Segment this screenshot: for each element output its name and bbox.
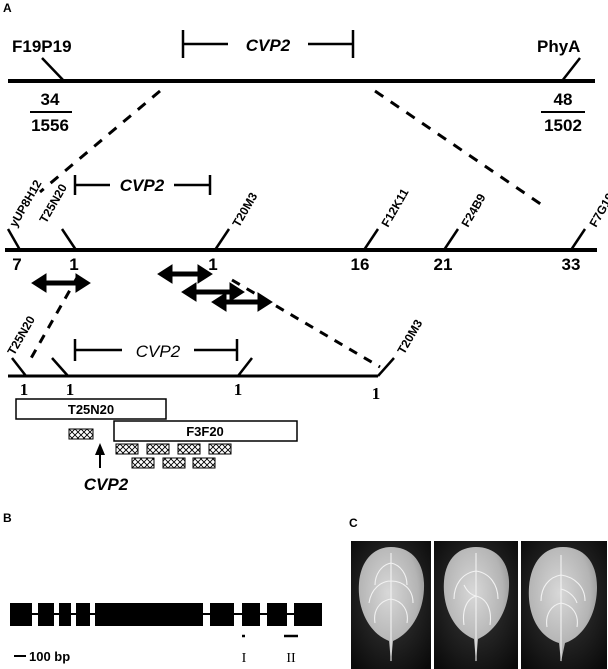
marker-t20m3: T20M3	[229, 190, 260, 230]
scale-bar-label: 100 bp	[29, 649, 70, 664]
exon-2	[38, 603, 54, 626]
exon-7	[242, 603, 260, 626]
right-fraction-numerator: 48	[554, 90, 573, 109]
f19p19-tick	[41, 57, 65, 82]
bac-t25n20-label: T25N20	[68, 402, 114, 417]
bottom-count-3: 1	[234, 380, 243, 399]
middle-map-ticks	[6, 228, 587, 251]
count-t25n20: 1	[69, 255, 78, 274]
phya-tick	[561, 57, 581, 82]
bottom-count-2: 1	[66, 380, 75, 399]
exon-6	[210, 603, 234, 626]
leaf-photo-2	[434, 541, 518, 669]
panel-a-label: A	[3, 1, 12, 15]
exon-4	[76, 603, 90, 626]
panel-b-label: B	[3, 511, 12, 525]
double-arrow-icon	[157, 264, 213, 284]
gene-structure	[10, 603, 322, 626]
subclone-fragment	[68, 428, 94, 440]
left-fraction-denominator: 1556	[31, 116, 69, 135]
middle-cvp2-label: CVP2	[120, 176, 165, 195]
subclone-fragment	[208, 443, 232, 455]
subclone-fragments	[68, 428, 232, 469]
phya-label: PhyA	[537, 37, 580, 56]
leaf-photo-1	[351, 541, 431, 669]
double-arrow-icon	[211, 292, 273, 312]
marker-f12k11: F12K11	[378, 186, 411, 230]
subclone-fragment	[162, 457, 186, 469]
subclone-fragment	[192, 457, 216, 469]
count-f7g19: 33	[562, 255, 581, 274]
bottom-count-4: 1	[372, 384, 381, 403]
subclone-fragment	[146, 443, 170, 455]
left-fraction-numerator: 34	[41, 90, 60, 109]
mutation-label-2: II	[286, 651, 296, 666]
zoom-line-left-1	[39, 89, 161, 194]
bottom-count-1: 1	[20, 380, 29, 399]
double-arrow-icon	[31, 273, 91, 293]
panel-c-label: C	[349, 516, 358, 530]
exon-5	[95, 603, 203, 626]
cvp2-arrow-label: CVP2	[84, 475, 129, 494]
exon-9	[294, 603, 322, 626]
bac-contig-arrows	[31, 264, 273, 312]
subclone-fragment	[177, 443, 201, 455]
double-arrow-icon	[181, 282, 245, 302]
bottom-map-ticks	[11, 357, 395, 377]
leaf-photo-3	[521, 541, 607, 669]
subclone-fragment	[115, 443, 139, 455]
leaf-photos	[351, 541, 607, 669]
marker-yup8h12: yUP8H12	[6, 177, 44, 229]
top-cvp2-label: CVP2	[246, 36, 291, 55]
zoom-line-right-2	[231, 278, 381, 369]
count-yup8h12: 7	[12, 255, 21, 274]
bottom-marker-t25n20: T25N20	[4, 313, 38, 357]
marker-f7g19: F7G19	[586, 190, 608, 229]
cvp2-pointer-arrow-icon	[95, 443, 105, 468]
f19p19-label: F19P19	[12, 37, 72, 56]
exon-1	[10, 603, 32, 626]
left-fraction: 34 1556	[30, 90, 72, 135]
count-f12k11: 16	[351, 255, 370, 274]
count-f24b9: 21	[434, 255, 453, 274]
bac-f3f20-label: F3F20	[186, 424, 224, 439]
exon-8	[267, 603, 287, 626]
bac-t25n20-box	[15, 398, 167, 420]
right-fraction: 48 1502	[541, 90, 585, 135]
bottom-marker-t20m3: T20M3	[394, 317, 425, 357]
zoom-line-right-1	[374, 89, 546, 209]
zoom-line-left-2	[28, 275, 80, 361]
marker-f24b9: F24B9	[458, 191, 488, 229]
mutation-label-1: I	[242, 651, 247, 666]
bottom-cvp2-label: CVP2	[136, 342, 181, 361]
subclone-fragment	[131, 457, 155, 469]
count-t20m3: 1	[208, 255, 217, 274]
bac-f3f20-box	[113, 420, 298, 442]
exon-3	[59, 603, 71, 626]
right-fraction-denominator: 1502	[544, 116, 582, 135]
